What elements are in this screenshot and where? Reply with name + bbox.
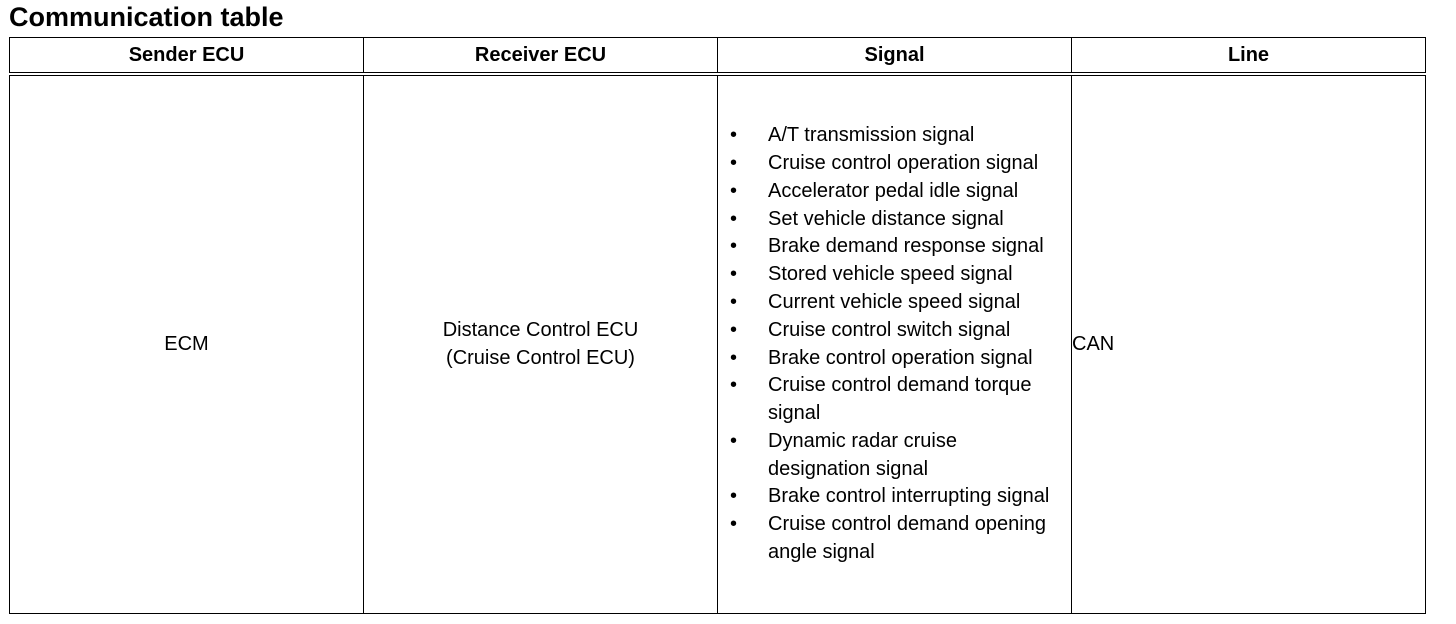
line-cell: CAN [1071,73,1426,614]
signal-list-item: • Set vehicle distance signal [718,206,1071,234]
signal-text: Set vehicle distance signal [768,207,1004,230]
signal-text: Stored vehicle speed signal [768,263,1013,286]
signal-list-item: • Cruise control demand torque signal [718,372,1071,428]
signal-text: Current vehicle speed signal [768,290,1021,313]
bullet-icon: • [730,429,738,452]
communication-table: Sender ECU Receiver ECU Signal Line ECM … [9,37,1426,614]
bullet-icon: • [730,374,738,397]
signal-text: Dynamic radar cruise designation signal [768,429,957,480]
signal-list-item: • Cruise control switch signal [718,317,1071,345]
signal-text: Cruise control demand opening angle sign… [768,513,1046,564]
bullet-icon: • [730,485,738,508]
sender-ecu-cell: ECM [9,73,364,614]
signal-list-item: • Brake control operation signal [718,345,1071,373]
header-line: Line [1071,37,1426,76]
signal-text: Accelerator pedal idle signal [768,179,1019,202]
bullet-icon: • [730,290,738,313]
bullet-icon: • [730,207,738,230]
signal-list: • A/T transmission signal • Cruise control … [718,118,1071,571]
signal-text: A/T transmission signal [768,124,975,147]
receiver-ecu-alias: (Cruise Control ECU) [446,346,635,369]
signal-list-item: • Accelerator pedal idle signal [718,178,1071,206]
header-sender-ecu: Sender ECU [9,37,364,76]
signal-list-item: • A/T transmission signal [718,122,1071,150]
signal-cell: • A/T transmission signal • Cruise control … [717,73,1072,614]
header-receiver-ecu: Receiver ECU [363,37,718,76]
table-row: ECM Distance Control ECU (Cruise Control… [9,73,1426,614]
signal-list-item: • Current vehicle speed signal [718,289,1071,317]
bullet-icon: • [730,151,738,174]
signal-text: Cruise control operation signal [768,151,1039,174]
bullet-icon: • [730,179,738,202]
bullet-icon: • [730,318,738,341]
signal-list-item: • Cruise control operation signal [718,150,1071,178]
page-title: Communication table [9,2,284,32]
receiver-ecu-cell: Distance Control ECU (Cruise Control ECU… [363,73,718,614]
bullet-icon: • [730,513,738,536]
signal-text: Brake demand response signal [768,235,1044,258]
header-signal: Signal [717,37,1072,76]
bullet-icon: • [730,235,738,258]
table-header-row: Sender ECU Receiver ECU Signal Line [9,37,1426,76]
signal-text: Brake control operation signal [768,346,1033,369]
signal-list-item: • Brake demand response signal [718,233,1071,261]
signal-list-item: • Brake control interrupting signal [718,483,1071,511]
receiver-ecu-name: Distance Control ECU [442,318,639,341]
bullet-icon: • [730,263,738,286]
signal-text: Cruise control demand torque signal [768,374,1032,425]
signal-list-item: • Cruise control demand opening angle sig… [718,511,1071,567]
signal-text: Cruise control switch signal [768,318,1011,341]
bullet-icon: • [730,346,738,369]
signal-list-item: • Dynamic radar cruise designation signal [718,428,1071,484]
signal-list-item: • Stored vehicle speed signal [718,261,1071,289]
bullet-icon: • [730,124,738,147]
signal-text: Brake control interrupting signal [768,485,1050,508]
